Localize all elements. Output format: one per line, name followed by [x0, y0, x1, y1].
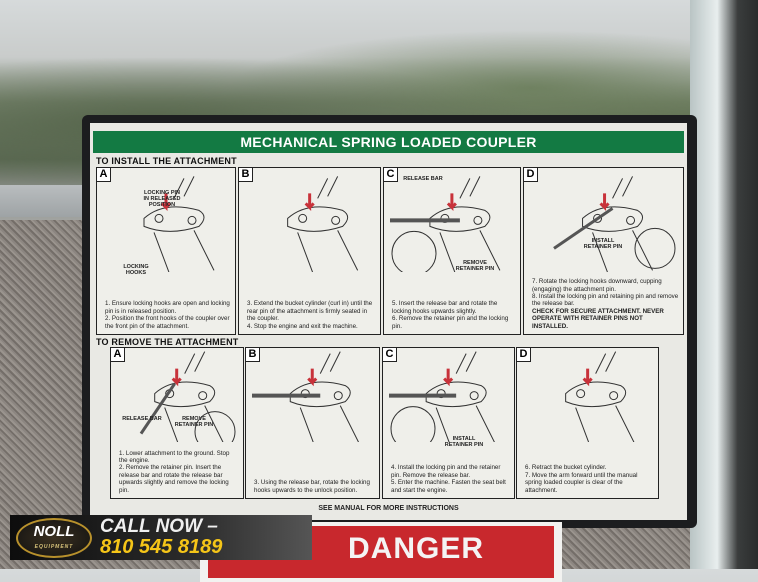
step-text: 1. Lower attachment to the ground. Stop …: [119, 449, 230, 464]
step-text: 8. Install the locking pin and retaining…: [532, 292, 679, 308]
step-text: 7. Move the arm forward until the manual…: [525, 471, 638, 494]
illustration-caption: RELEASE BAR: [403, 176, 443, 182]
panel-letter: D: [524, 168, 538, 182]
safety-warning: CHECK FOR SECURE ATTACHMENT. NEVER OPERA…: [532, 307, 664, 330]
step-text: 2. Remove the retainer pin. Insert the r…: [119, 464, 229, 494]
coupler-illustration: [390, 176, 501, 273]
phone-number: 810 545 8189: [100, 536, 223, 558]
step-text: 1. Ensure locking hooks are open and loc…: [105, 300, 230, 315]
step-instructions: 3. Using the release bar, rotate the loc…: [254, 479, 375, 494]
illustration-caption: LOCKING HOOKS: [123, 264, 149, 276]
coupler-illustration: [139, 351, 236, 443]
panel-letter: D: [517, 348, 531, 362]
install-step-d-panel: D INSTALL RETAINER PIN 7. Rotate the lock…: [523, 167, 684, 335]
panel-letter: A: [111, 348, 125, 362]
illustration-caption: REMOVE RETAINER PIN: [455, 260, 495, 272]
install-step-b-panel: B 3. Extend the bucket cylinder (curl in…: [238, 167, 381, 335]
illustration-caption: LOCKING PIN IN RELEASED POSITION: [143, 190, 181, 208]
red-arrow-icon: [160, 193, 172, 212]
step-instructions: 3. Extend the bucket cylinder (curl in) …: [247, 300, 376, 330]
illustration-caption: RELEASE BAR: [122, 416, 162, 422]
install-step-c-panel: C RELEASE BAR REMOVE RETAINER PIN 5. Inser…: [383, 167, 521, 335]
call-now-text: CALL NOW –: [100, 516, 218, 537]
step-text: 5. Insert the release bar and rotate the…: [392, 300, 498, 315]
red-arrow-icon: [599, 193, 610, 212]
step-instructions: 1. Lower attachment to the ground. Stop …: [119, 450, 239, 494]
coupler-illustration: [389, 351, 496, 443]
red-arrow-icon: [446, 193, 457, 212]
step-instructions: 7. Rotate the locking hooks downward, cu…: [532, 278, 679, 330]
decal-title: MECHANICAL SPRING LOADED COUPLER: [93, 131, 684, 153]
coupler-illustration: [565, 351, 635, 443]
illustration-caption: REMOVE RETAINER PIN: [174, 416, 214, 428]
step-text: 4. Install the locking pin and the retai…: [391, 464, 501, 479]
red-arrow-icon: [171, 368, 182, 387]
step-instructions: 4. Install the locking pin and the retai…: [391, 464, 510, 494]
step-instructions: 6. Retract the bucket cylinder.7. Move t…: [525, 464, 654, 494]
step-text: 6. Retract the bucket cylinder.: [525, 464, 607, 472]
decal-footer: SEE MANUAL FOR MORE INSTRUCTIONS: [318, 505, 459, 512]
step-text: 3. Using the release bar, rotate the loc…: [254, 479, 370, 494]
remove-step-a-panel: A RELEASE BAR REMOVE RETAINER PIN 1. Lower…: [110, 347, 244, 499]
panel-letter: B: [246, 348, 260, 362]
coupler-illustration: [553, 176, 676, 273]
remove-step-b-panel: B 3. Using the release bar, rotate the l…: [245, 347, 380, 499]
coupler-illustration: [143, 176, 215, 273]
panel-letter: C: [383, 348, 397, 362]
red-arrow-icon: [582, 368, 593, 387]
cab-pillar: [690, 0, 758, 569]
red-arrow-icon: [304, 193, 315, 212]
panel-letter: A: [97, 168, 111, 182]
step-text: 7. Rotate the locking hooks downward, cu…: [532, 278, 662, 293]
install-step-a-panel: A LOCKING PIN IN RELEASED POSITION LOCKIN…: [96, 167, 236, 335]
step-text: 5. Enter the machine. Fasten the seat be…: [391, 479, 506, 494]
coupler-illustration: [252, 351, 360, 443]
remove-step-d-panel: D 6. Retract the bucket cylinder.7. Move…: [516, 347, 659, 499]
illustration-caption: INSTALL RETAINER PIN: [444, 436, 484, 448]
illustration-caption: INSTALL RETAINER PIN: [583, 238, 623, 250]
step-instructions: 5. Insert the release bar and rotate the…: [392, 300, 516, 330]
panel-letter: B: [239, 168, 253, 182]
red-arrow-icon: [307, 368, 318, 387]
step-text: 4. Stop the engine and exit the machine.: [247, 322, 358, 330]
remove-step-c-panel: C INSTALL RETAINER PIN 4. Install the loc…: [382, 347, 515, 499]
step-text: 6. Remove the retainer pin and the locki…: [392, 315, 509, 330]
step-text: 2. Position the front hooks of the coupl…: [105, 315, 230, 330]
remove-heading: TO REMOVE THE ATTACHMENT: [96, 337, 239, 347]
red-arrow-icon: [443, 368, 454, 387]
panel-letter: C: [384, 168, 398, 182]
coupler-illustration: [287, 176, 359, 273]
install-heading: TO INSTALL THE ATTACHMENT: [96, 156, 237, 166]
step-instructions: 1. Ensure locking hooks are open and loc…: [105, 300, 231, 330]
coupler-instruction-decal: MECHANICAL SPRING LOADED COUPLER TO INST…: [82, 115, 697, 528]
step-text: 3. Extend the bucket cylinder (curl in) …: [247, 300, 373, 323]
